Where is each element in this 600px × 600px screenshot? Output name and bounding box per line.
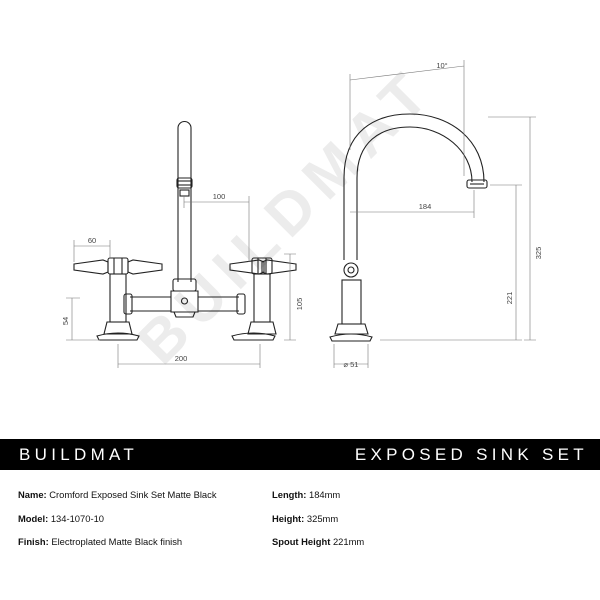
dim-front-100: 100 — [213, 192, 226, 201]
brand-name: BUILDMAT — [19, 445, 139, 464]
spec-model-value: 134-1070-10 — [50, 513, 104, 524]
spec-name-label: Name: — [18, 489, 47, 500]
spec-height-value: 325mm — [306, 513, 339, 524]
dim-front-54: 54 — [61, 317, 70, 325]
dim-front-105: 105 — [295, 298, 304, 311]
spec-length-label: Length: — [272, 489, 307, 500]
dim-side-325: 325 — [534, 247, 543, 260]
product-title: EXPOSED SINK SET — [354, 445, 588, 464]
dim-side-221: 221 — [505, 292, 514, 305]
front-view — [73, 120, 297, 341]
spec-name: Name: Cromford Exposed Sink Set Matte Bl… — [18, 489, 217, 501]
spec-finish-label: Finish: — [18, 536, 49, 547]
front-dimension-lines — [66, 196, 296, 368]
spec-finish: Finish: Electroplated Matte Black finish — [18, 536, 182, 548]
technical-drawing: BUILDMAT — [61, 54, 543, 376]
spec-height: Height: 325mm — [272, 513, 338, 525]
dim-front-200: 200 — [175, 354, 188, 363]
spec-model-label: Model: — [18, 513, 49, 524]
watermark-text: BUILDMAT — [124, 54, 446, 376]
side-view — [329, 113, 488, 342]
spec-spout-label: Spout Height — [272, 536, 331, 547]
side-dimension-lines — [333, 60, 536, 368]
spec-length: Length: 184mm — [272, 489, 340, 501]
dim-front-60: 60 — [88, 236, 96, 245]
spec-spout-height: Spout Height 221mm — [272, 536, 364, 548]
title-banner: BUILDMAT EXPOSED SINK SET — [0, 439, 600, 470]
dim-side-angle: 10° — [436, 61, 447, 70]
spec-height-label: Height: — [272, 513, 305, 524]
spec-model: Model: 134-1070-10 — [18, 513, 104, 525]
spec-name-value: Cromford Exposed Sink Set Matte Black — [49, 489, 217, 500]
spec-spout-value: 221mm — [332, 536, 365, 547]
spec-length-value: 184mm — [308, 489, 341, 500]
dim-side-184: 184 — [419, 202, 432, 211]
spec-finish-value: Electroplated Matte Black finish — [51, 536, 183, 547]
dim-side-diameter: ⌀ 51 — [344, 360, 359, 369]
